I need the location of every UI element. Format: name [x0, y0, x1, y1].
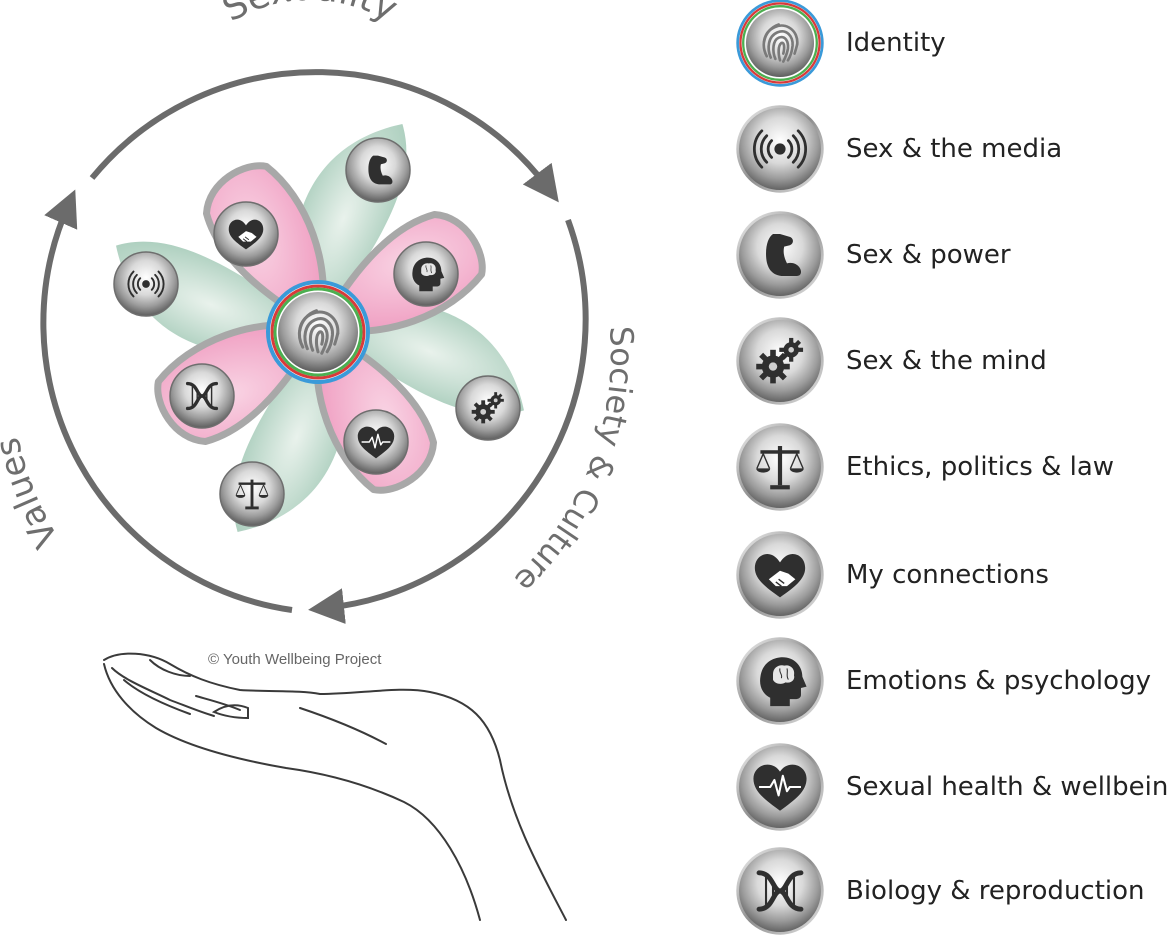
- petal-icon-broadcast: [113, 251, 179, 317]
- hand-sketch: [103, 652, 567, 921]
- legend-label: Identity: [846, 28, 946, 58]
- label-society-culture: Society & Culture: [507, 325, 641, 600]
- legend-item-media: Sex & the media: [734, 104, 1167, 194]
- broadcast-icon: [736, 105, 824, 193]
- label-sexuality: Sexuality: [216, 0, 404, 30]
- legend-label: My connections: [846, 560, 1049, 590]
- fingerprint-icon: [736, 0, 824, 87]
- petal-icon-handshake: [213, 201, 279, 267]
- gears-icon: [736, 317, 824, 405]
- copyright-text: © Youth Wellbeing Project: [208, 651, 382, 668]
- legend-label: Emotions & psychology: [846, 666, 1151, 696]
- legend-item-biology: Biology & reproduction: [734, 846, 1167, 936]
- cycle-arrow-right: [308, 218, 589, 624]
- legend-item-emotions: Emotions & psychology: [734, 636, 1167, 726]
- heartbeat-icon: [736, 743, 824, 831]
- legend-item-identity: Identity: [734, 0, 1167, 88]
- label-values: Values: [0, 434, 67, 554]
- sexuality-flower-diagram: Sexuality Society & Culture Values: [0, 0, 641, 921]
- legend-label: Sex & the media: [846, 134, 1063, 164]
- center-identity: [266, 280, 370, 384]
- petal-icon-dna: [169, 363, 235, 429]
- cycle-ring: [40, 69, 589, 624]
- handshake-heart-icon: [736, 531, 824, 619]
- petal-icon-heartbeat: [343, 409, 409, 475]
- brain-head-icon: [736, 637, 824, 725]
- legend-item-health: Sexual health & wellbeing: [734, 742, 1167, 832]
- petal-icon-scales: [219, 461, 285, 527]
- petal-icon-muscle: [345, 137, 411, 203]
- legend-label: Sexual health & wellbeing: [846, 772, 1167, 802]
- legend-label: Biology & reproduction: [846, 876, 1145, 906]
- petal-icon-brain: [393, 241, 459, 307]
- scales-icon: [736, 423, 824, 511]
- legend-item-ethics: Ethics, politics & law: [734, 422, 1167, 512]
- legend: Identity Sex & the media Sex & power Sex…: [734, 0, 1167, 936]
- cycle-arrow-left: [40, 189, 293, 613]
- cycle-arrow-top: [89, 69, 559, 203]
- legend-label: Ethics, politics & law: [846, 452, 1115, 482]
- muscle-icon: [736, 211, 824, 299]
- petal-icon-gears: [455, 375, 521, 441]
- legend-item-mind: Sex & the mind: [734, 316, 1167, 406]
- legend-label: Sex & power: [846, 240, 1011, 270]
- legend-item-power: Sex & power: [734, 210, 1167, 300]
- dna-icon: [736, 847, 824, 935]
- legend-label: Sex & the mind: [846, 346, 1047, 376]
- legend-item-connections: My connections: [734, 530, 1167, 620]
